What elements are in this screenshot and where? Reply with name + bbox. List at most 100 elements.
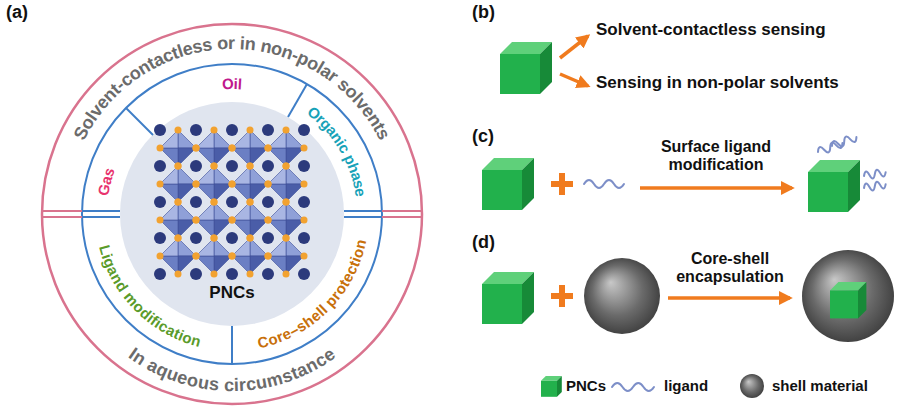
octahedron-face [250,166,268,184]
octahedron-face [268,202,286,220]
octahedron-face [214,256,232,274]
octahedron-face [214,130,232,148]
legend-text: ligand [664,377,708,394]
octahedron-face [178,220,196,238]
cube-front [808,172,848,212]
x-site-dot [229,145,236,152]
x-site-dot [229,145,236,152]
ligand-wave [831,133,858,149]
x-site-dot [265,145,272,152]
octahedron-face [268,220,286,238]
octahedron-face [196,220,214,238]
ring-label: Core–shell protection [256,238,369,351]
cube-front [500,54,540,94]
octahedron-face [178,130,196,148]
a-site-dot [298,124,310,136]
ring-label-path: Core–shell protection [256,238,369,351]
octahedron-face [268,148,286,166]
a-site-dot [262,160,274,172]
cube-front [830,290,858,318]
octahedron-face [250,202,268,220]
octahedron-face [286,256,304,274]
x-site-dot [283,199,290,206]
x-site-dot [157,181,164,188]
ligand-wave [817,139,844,155]
x-site-dot [301,181,308,188]
x-site-dot [211,235,218,242]
x-site-dot [301,217,308,224]
x-site-dot [175,199,182,206]
ring-label-path: In aqueous circumstance [125,344,339,395]
x-site-dot [229,253,236,260]
x-site-dot [247,235,254,242]
x-site-dot [229,181,236,188]
a-site-dot [298,268,310,280]
cube-front [482,170,522,210]
pnc-cube [482,158,534,210]
octahedron-face [160,166,178,184]
x-site-dot [283,235,290,242]
ring-label-path: Gas [94,165,118,197]
x-site-dot [193,217,200,224]
arrow [640,186,792,190]
a-site-dot [190,196,202,208]
a-site-dot [298,196,310,208]
pnc-cube [482,272,534,324]
arrow [560,74,588,86]
octahedron-face [196,238,214,256]
x-site-dot [157,253,164,260]
octahedron-face [160,148,178,166]
ring-label-path: Ligand modification [97,243,204,350]
x-site-dot [193,181,200,188]
legend-text: shell material [772,377,868,394]
octahedron-face [178,184,196,202]
x-site-dot [157,145,164,152]
ring-label: Gas [94,165,118,197]
x-site-dot [301,145,308,152]
x-site-dot [211,163,218,170]
x-site-dot [247,199,254,206]
pnc-cube [808,160,860,212]
octahedron-face [160,238,178,256]
panel-letter: (c) [472,126,494,147]
x-site-dot [211,199,218,206]
x-site-dot [265,217,272,224]
cube-side [522,272,534,324]
x-site-dot [211,271,218,278]
x-site-dot [175,235,182,242]
a-site-dot [226,160,238,172]
octahedron-face [232,184,250,202]
octahedron-face [286,238,304,256]
label: Core-shell encapsulation [650,250,810,287]
x-site-dot [247,271,254,278]
octahedron-face [214,238,232,256]
a-site-dot [262,268,274,280]
ligand-wave [863,168,886,180]
octahedron-face [250,220,268,238]
octahedron-face [178,166,196,184]
cube-side [858,282,866,318]
octahedron-face [196,202,214,220]
ring-label: In aqueous circumstance [125,344,339,395]
octahedron-face [196,130,214,148]
octahedron-face [160,130,178,148]
x-site-dot [175,199,182,206]
x-site-dot [211,127,218,134]
octahedron-face [250,130,268,148]
shell-sphere [584,258,660,334]
octahedron-face [268,238,286,256]
octahedron-face [286,220,304,238]
x-site-dot [175,127,182,134]
a-site-dot [190,268,202,280]
x-site-dot [193,145,200,152]
a-site-dot [154,196,166,208]
octahedron-face [286,148,304,166]
x-site-dot [247,163,254,170]
x-site-dot [265,217,272,224]
pnc-cube [830,282,866,318]
octahedron-face [232,166,250,184]
x-site-dot [229,253,236,260]
octahedron-face [214,202,232,220]
a-site-dot [226,268,238,280]
x-site-dot [175,271,182,278]
